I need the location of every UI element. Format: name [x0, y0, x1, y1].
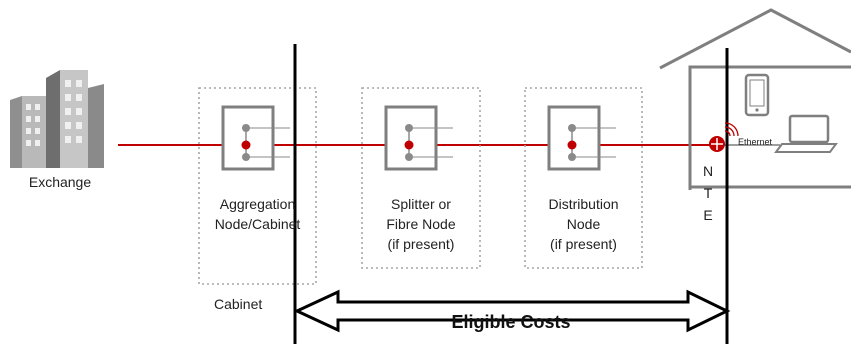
- aggregation-node-boundary: [198, 87, 317, 285]
- distribution-node-label: Distribution Node (if present): [548, 196, 619, 252]
- nte-port-icon: [709, 136, 725, 152]
- cabinet-label: Cabinet: [214, 296, 263, 312]
- mobile-phone-icon: [744, 73, 770, 117]
- nte-label: N T E: [702, 163, 714, 223]
- splitter-node-icon: [384, 105, 453, 171]
- splitter-node-boundary: [361, 87, 481, 269]
- exchange-label: Exchange: [28, 174, 92, 190]
- splitter-node-label: Splitter or Fibre Node (if present): [386, 196, 456, 252]
- aggregation-node-label: Aggregation Node/Cabinet: [214, 196, 301, 232]
- eligible-costs-arrow: [293, 289, 731, 333]
- splitter-node-icon: [547, 105, 616, 171]
- ethernet-label: Ethernet: [738, 137, 773, 147]
- wifi-signal-icon: [724, 122, 739, 137]
- eligible-costs-label: Eligible Costs: [451, 312, 571, 332]
- house-icon: [659, 8, 851, 190]
- laptop-icon: [774, 114, 838, 153]
- splitter-node-icon: [221, 105, 290, 171]
- office-buildings-icon: [10, 70, 104, 168]
- distribution-node-boundary: [524, 87, 643, 269]
